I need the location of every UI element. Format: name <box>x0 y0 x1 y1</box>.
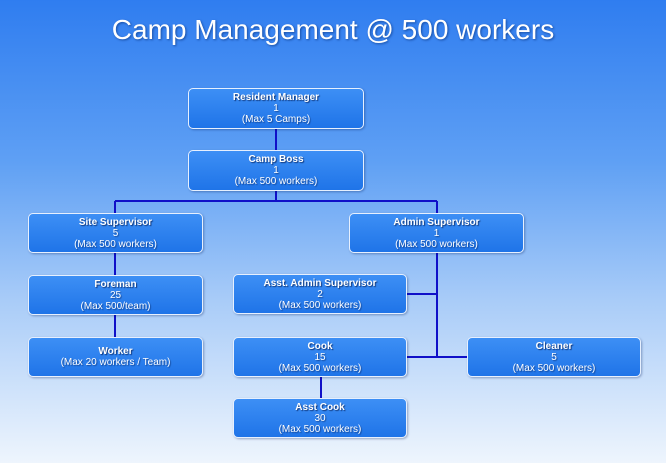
node-capacity: (Max 500 workers) <box>395 238 478 250</box>
node-role: Asst Cook <box>295 401 345 413</box>
chart-title: Camp Management @ 500 workers <box>111 14 555 45</box>
node-cook: Cook 15 (Max 500 workers) <box>233 337 407 377</box>
node-capacity: (Max 5 Camps) <box>241 114 311 125</box>
node-site-supervisor: Site Supervisor 5 (Max 500 workers) <box>28 213 203 253</box>
node-asst-admin-supervisor: Asst. Admin Supervisor 2 (Max 500 worker… <box>233 274 407 314</box>
node-capacity: (Max 500 workers) <box>278 362 362 374</box>
node-role: Cook <box>307 340 333 352</box>
node-count: 1 <box>433 227 440 239</box>
node-capacity: (Max 500/team) <box>80 300 151 312</box>
node-admin-supervisor: Admin Supervisor 1 (Max 500 workers) <box>349 213 524 253</box>
node-count: 2 <box>317 288 323 300</box>
node-role: Asst. Admin Supervisor <box>263 277 377 289</box>
node-role: Admin Supervisor <box>393 216 480 228</box>
node-role: Worker <box>98 346 133 357</box>
node-role: Resident Manager <box>232 92 320 103</box>
node-resident-manager: Resident Manager 1 (Max 5 Camps) <box>188 88 364 129</box>
node-capacity: (Max 500 workers) <box>74 238 157 250</box>
node-count: 1 <box>273 165 279 176</box>
node-capacity: (Max 500 workers) <box>234 176 318 187</box>
node-capacity: (Max 500 workers) <box>278 299 362 311</box>
node-worker: Worker (Max 20 workers / Team) <box>28 337 203 377</box>
node-foreman: Foreman 25 (Max 500/team) <box>28 275 203 315</box>
node-capacity: (Max 500 workers) <box>512 362 596 374</box>
node-count: 1 <box>273 103 279 114</box>
node-capacity: (Max 20 workers / Team) <box>60 357 171 368</box>
node-count: 25 <box>109 289 122 301</box>
node-role: Cleaner <box>535 340 573 352</box>
node-asst-cook: Asst Cook 30 (Max 500 workers) <box>233 398 407 438</box>
node-count: 15 <box>314 351 326 363</box>
node-cleaner: Cleaner 5 (Max 500 workers) <box>467 337 641 377</box>
node-count: 30 <box>314 412 326 424</box>
node-count: 5 <box>551 351 557 363</box>
node-camp-boss: Camp Boss 1 (Max 500 workers) <box>188 150 364 191</box>
node-count: 5 <box>112 227 119 239</box>
node-role: Site Supervisor <box>78 216 153 228</box>
node-role: Foreman <box>94 278 137 290</box>
node-role: Camp Boss <box>248 154 304 165</box>
node-capacity: (Max 500 workers) <box>278 423 362 435</box>
